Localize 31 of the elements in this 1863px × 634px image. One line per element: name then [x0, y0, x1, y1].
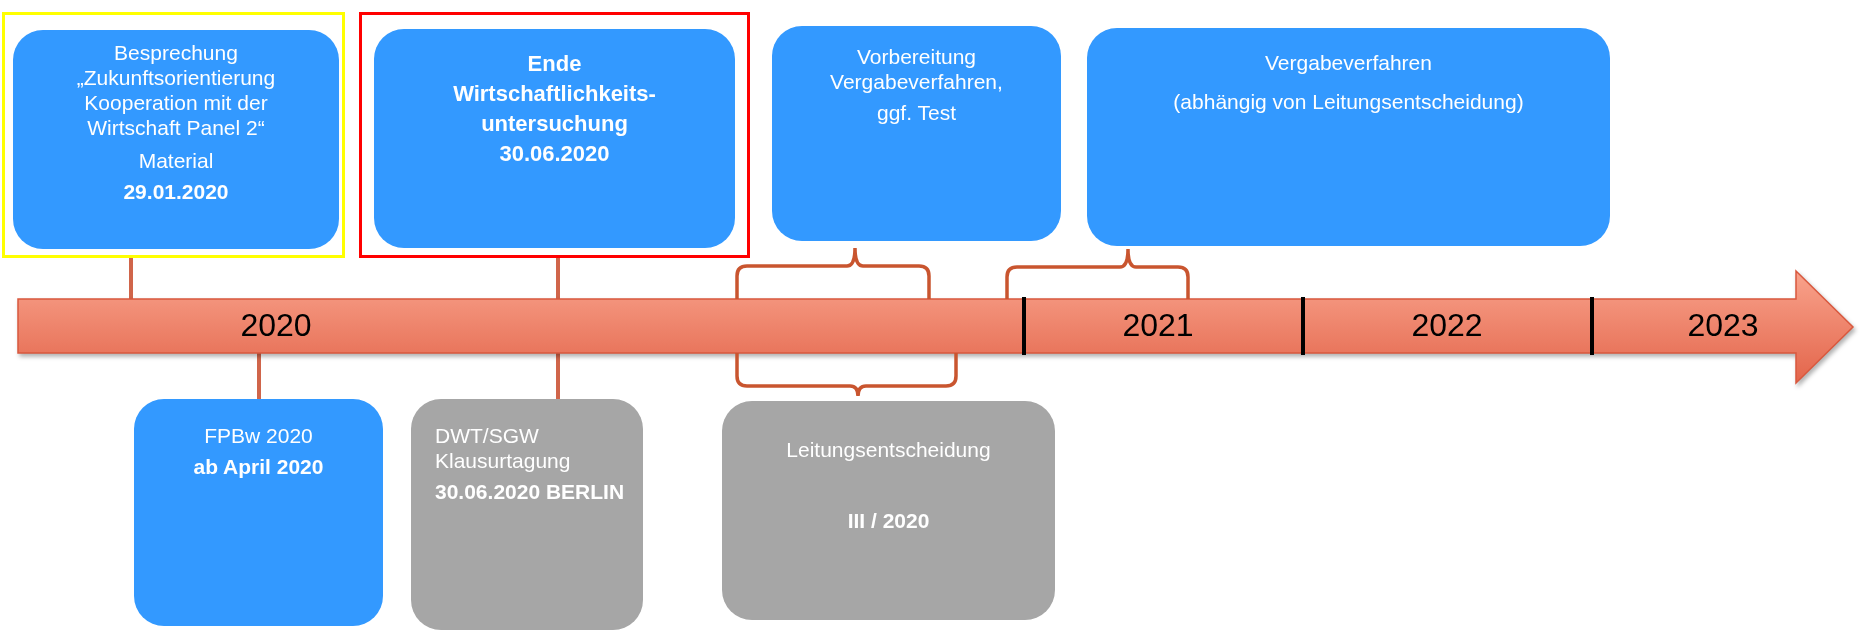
event-box	[374, 29, 735, 248]
box-text: Vergabeverfahren	[1264, 50, 1433, 75]
highlight-frame	[359, 12, 750, 258]
connector-line	[556, 258, 560, 299]
event-box	[134, 399, 383, 626]
year-label: 2022	[1411, 307, 1483, 343]
box-text: DWT/SGW Klausurtagung	[435, 423, 572, 473]
year-label: 2021	[1122, 307, 1194, 343]
connector-line	[257, 353, 261, 399]
event-box	[13, 30, 339, 249]
year-label: 2020	[240, 307, 312, 343]
box-text: Ende Wirtschaftlichkeits- untersuchung 30.06.2020	[452, 50, 657, 168]
box-text: Material	[137, 148, 215, 173]
event-box	[772, 26, 1061, 241]
box-text: FPBw 2020	[203, 423, 314, 448]
connector-line	[556, 353, 560, 399]
timeline-arrow	[18, 271, 1853, 383]
highlight-frame	[2, 12, 345, 258]
year-label: 2023	[1687, 307, 1759, 343]
event-box	[1087, 28, 1610, 246]
box-text: Leitungsentscheidung	[785, 437, 992, 462]
connector-line	[129, 258, 133, 299]
event-box	[722, 401, 1055, 620]
event-box	[411, 399, 643, 630]
box-text: ab April 2020	[192, 454, 325, 479]
box-text: 29.01.2020	[122, 179, 230, 204]
box-text: 30.06.2020 BERLIN	[435, 479, 626, 504]
box-text: ggf. Test	[876, 100, 957, 125]
box-text: III / 2020	[846, 508, 931, 533]
box-text: (abhängig von Leitungsentscheidung)	[1172, 89, 1525, 114]
box-text: Besprechung „Zukunftsorientierung Kooperation mit der Wirtschaft Panel 2“	[75, 40, 277, 140]
